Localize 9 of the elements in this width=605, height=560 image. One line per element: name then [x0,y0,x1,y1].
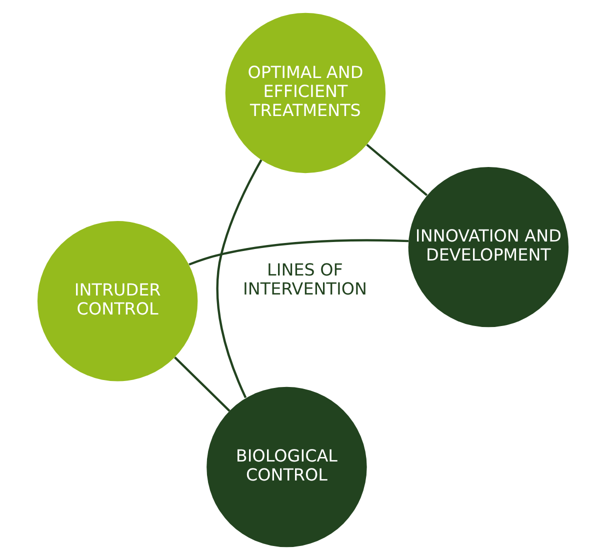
connector [216,159,262,398]
label: LINES OF INTERVENTION [242,260,366,299]
connector [174,356,230,412]
node-circle: INTRUDER CONTROL [36,221,198,382]
connector [366,144,428,196]
connector [188,239,408,266]
node-circle: BIOLOGICAL CONTROL [206,386,366,548]
node-circle: INNOVATION AND DEVELOPMENT [408,166,568,328]
node-circle: OPTIMAL AND EFFICIENT TREATMENTS [224,12,386,174]
